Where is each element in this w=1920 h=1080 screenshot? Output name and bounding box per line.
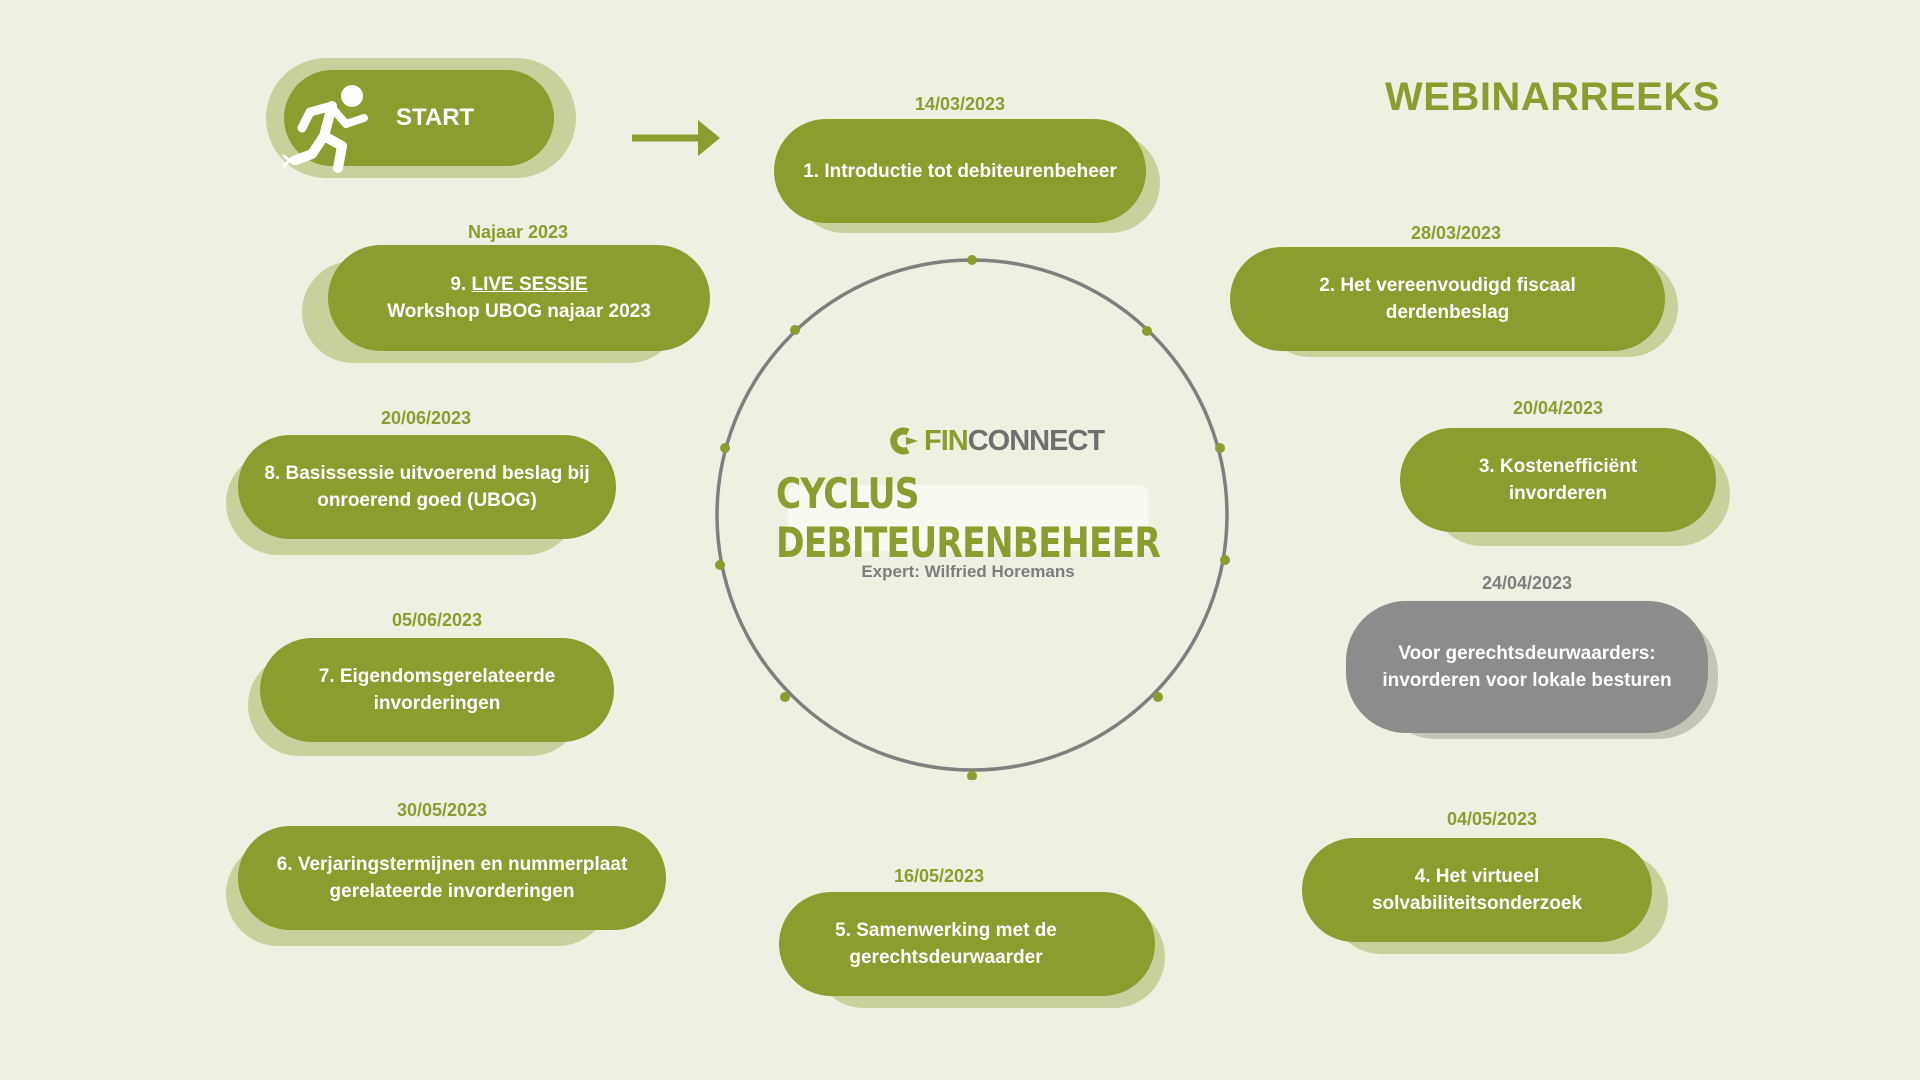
session-9-button[interactable]: 9. LIVE SESSIE Workshop UBOG najaar 2023 bbox=[328, 245, 710, 351]
running-person-icon bbox=[282, 85, 368, 173]
session-title: 5. Samenwerking met de bbox=[835, 920, 1057, 941]
session-date: 16/05/2023 bbox=[893, 866, 985, 886]
session-subtitle: invorderen voor lokale besturen bbox=[1382, 670, 1672, 691]
session-4: 4. Het virtueel solvabiliteitsonderzoek bbox=[1302, 838, 1670, 956]
cycle-dot bbox=[1142, 326, 1152, 336]
session-title: 7. Eigendomsgerelateerde bbox=[318, 666, 556, 687]
session-subtitle: solvabiliteitsonderzoek bbox=[1371, 893, 1583, 914]
start-label: START bbox=[396, 104, 475, 131]
session-6-button[interactable]: 6. Verjaringstermijnen en nummerplaat ge… bbox=[238, 826, 666, 930]
session-date: 30/05/2023 bbox=[396, 800, 488, 820]
session-title: 4. Het virtueel bbox=[1414, 866, 1540, 887]
cycle-dot bbox=[1215, 443, 1225, 453]
logo-text-fin: FIN bbox=[924, 424, 969, 457]
session-date: 20/04/2023 bbox=[1512, 398, 1604, 418]
start-block: START bbox=[266, 58, 576, 180]
finconnect-logo-icon bbox=[890, 427, 918, 455]
cycle-dot bbox=[1220, 555, 1230, 565]
cycle-dot bbox=[720, 443, 730, 453]
session-5-button[interactable]: 5. Samenwerking met de gerechtsdeurwaard… bbox=[779, 892, 1155, 996]
center-title: CYCLUS DEBITEURENBEHEER bbox=[775, 469, 1161, 567]
session-5: 5. Samenwerking met de gerechtsdeurwaard… bbox=[779, 892, 1167, 1010]
session-title: 1. Introductie tot debiteurenbeheer bbox=[803, 160, 1117, 182]
session-title: 3. Kostenefficiënt bbox=[1478, 456, 1638, 477]
session-title: 2. Het vereenvoudigd fiscaal bbox=[1319, 275, 1576, 296]
session-date: 28/03/2023 bbox=[1410, 223, 1502, 243]
cycle-dot bbox=[967, 771, 977, 780]
session-2: 2. Het vereenvoudigd fiscaal derdenbesla… bbox=[1230, 247, 1680, 359]
session-subtitle: onroerend goed (UBOG) bbox=[317, 490, 537, 511]
session-bailiffs-button[interactable]: Voor gerechtsdeurwaarders: invorderen vo… bbox=[1346, 601, 1708, 733]
session-subtitle: gerelateerde invorderingen bbox=[329, 881, 575, 902]
session-9: 9. LIVE SESSIE Workshop UBOG najaar 2023 bbox=[302, 245, 710, 365]
session-date: Najaar 2023 bbox=[467, 222, 569, 242]
expert-label: Expert: Wilfried Horemans bbox=[861, 562, 1075, 581]
page-title: WEBINARREEKS bbox=[1385, 75, 1720, 119]
session-subtitle: Workshop UBOG najaar 2023 bbox=[387, 301, 651, 322]
session-subtitle: derdenbeslag bbox=[1385, 302, 1510, 323]
logo-text-connect: CONNECT bbox=[967, 424, 1105, 457]
session-number: 9. bbox=[450, 274, 472, 295]
arrow-right-icon bbox=[632, 120, 720, 156]
cycle-dot bbox=[715, 560, 725, 570]
session-3: 3. Kostenefficiënt invorderen bbox=[1400, 428, 1732, 548]
session-4-button[interactable]: 4. Het virtueel solvabiliteitsonderzoek bbox=[1302, 838, 1652, 942]
cycle-circle bbox=[715, 255, 1230, 780]
session-title: 9. LIVE SESSIE bbox=[450, 271, 587, 298]
session-title: 6. Verjaringstermijnen en nummerplaat bbox=[276, 854, 628, 875]
session-1-button[interactable]: 1. Introductie tot debiteurenbeheer bbox=[774, 119, 1146, 223]
finconnect-logo: FIN CONNECT bbox=[888, 424, 1105, 458]
session-date: 20/06/2023 bbox=[380, 408, 472, 428]
live-session-link[interactable]: LIVE SESSIE bbox=[471, 274, 588, 295]
session-date: 05/06/2023 bbox=[391, 610, 483, 630]
session-subtitle: invorderingen bbox=[373, 693, 501, 714]
session-date: 04/05/2023 bbox=[1446, 809, 1538, 829]
session-7-button[interactable]: 7. Eigendomsgerelateerde invorderingen bbox=[260, 638, 614, 742]
session-8-button[interactable]: 8. Basissessie uitvoerend beslag bij onr… bbox=[238, 435, 616, 539]
session-7: 7. Eigendomsgerelateerde invorderingen bbox=[248, 638, 614, 758]
cycle-dot bbox=[780, 692, 790, 702]
session-1: 1. Introductie tot debiteurenbeheer bbox=[774, 119, 1160, 235]
cycle-dot bbox=[1153, 692, 1163, 702]
session-3-button[interactable]: 3. Kostenefficiënt invorderen bbox=[1400, 428, 1716, 532]
cycle-dot bbox=[967, 255, 977, 265]
session-title: Voor gerechtsdeurwaarders: bbox=[1398, 643, 1656, 664]
session-title: 8. Basissessie uitvoerend beslag bij bbox=[264, 463, 590, 484]
session-6: 6. Verjaringstermijnen en nummerplaat ge… bbox=[226, 826, 666, 948]
cycle-dot bbox=[790, 325, 800, 335]
session-subtitle: invorderen bbox=[1508, 483, 1608, 504]
session-2-button[interactable]: 2. Het vereenvoudigd fiscaal derdenbesla… bbox=[1230, 247, 1665, 351]
session-subtitle: gerechtsdeurwaarder bbox=[849, 947, 1043, 968]
session-date: 24/04/2023 bbox=[1481, 573, 1573, 593]
session-bailiffs: Voor gerechtsdeurwaarders: invorderen vo… bbox=[1346, 601, 1720, 741]
session-date: 14/03/2023 bbox=[914, 94, 1006, 114]
session-8: 8. Basissessie uitvoerend beslag bij onr… bbox=[226, 435, 616, 557]
